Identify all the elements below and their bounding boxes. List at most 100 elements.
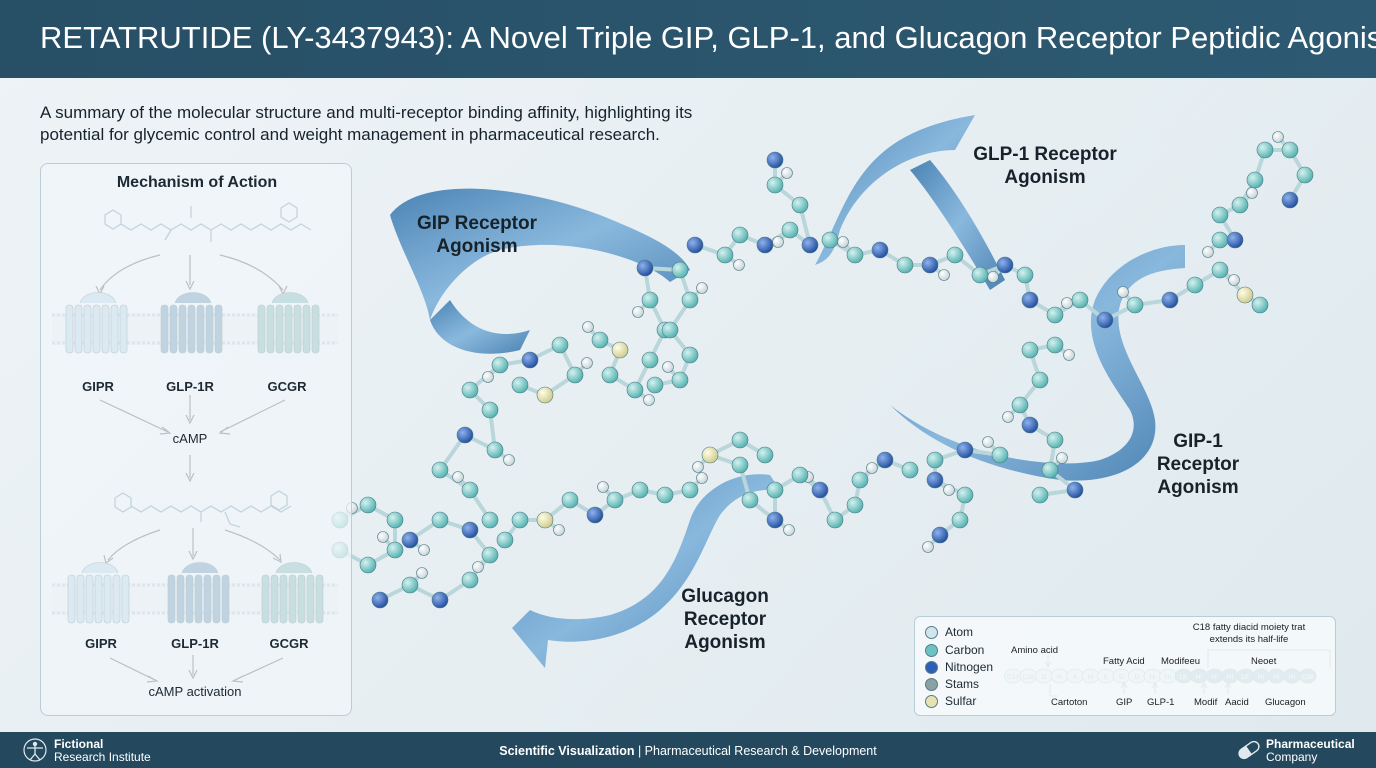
sequence-header-note: C18 fatty diacid moiety trat extends its… [1192,622,1306,645]
nitrogen-atom [1096,311,1114,329]
sulfur-atom [701,446,719,464]
hydrogen-atom [418,544,430,556]
hydrogen-atom [582,321,594,333]
sequence-below-gip: GIP [1116,697,1133,708]
legend-label-stams: Stams [945,677,980,691]
sequence-fatty-acid-label: Fatty Acid [1103,656,1145,667]
hydrogen-atom [783,524,795,536]
carbon-atom [1046,431,1064,449]
nitrogen-atom [636,259,654,277]
legend-label-nitrogen: Nitnogen [945,660,994,674]
carbon-atom [1256,141,1274,159]
carbon-atom [1251,296,1269,314]
label-glp1r-bottom: GLP-1R [171,636,219,651]
legend-swatch-sulfar [925,694,938,708]
sulfur-atom [611,341,629,359]
carbon-atom [461,481,479,499]
label-camp-activation: cAMP activation [148,684,242,699]
carbon-atom [1011,396,1029,414]
nitrogen-atom [456,426,474,444]
hydrogen-atom [1272,131,1284,143]
label-gcgr-top: GCGR [267,379,307,394]
nitrogen-atom [1281,191,1299,209]
carbon-atom [1021,341,1039,359]
nitrogen-atom [926,471,944,489]
hydrogen-atom [922,541,934,553]
carbon-atom [716,246,734,264]
carbon-atom [1246,171,1264,189]
hydrogen-atom [662,361,674,373]
nitrogen-atom [586,506,604,524]
hydrogen-atom [1002,411,1014,423]
sequence-amino-acid-label: Amino acid [1011,645,1058,656]
carbon-atom [386,541,404,559]
vitruvian-figure-icon [23,738,47,762]
nitrogen-atom [811,481,829,499]
carbon-atom [1231,196,1249,214]
carbon-atom [901,461,919,479]
hydrogen-atom [472,561,484,573]
carbon-atom [491,356,509,374]
sequence-below-modif: Modif [1194,697,1218,708]
label-camp: cAMP [172,431,208,446]
carbon-atom [641,291,659,309]
carbon-atom [481,401,499,419]
sequence-neoet-label: Neoet [1251,656,1277,667]
ribbon-glp1 [815,115,975,265]
legend-swatch-nitrogen [925,660,938,674]
carbon-atom [601,366,619,384]
legend-item-stams: Stams [925,677,979,691]
nitrogen-atom [921,256,939,274]
hydrogen-atom [1202,246,1214,258]
carbon-atom [826,511,844,529]
nitrogen-atom [1161,291,1179,309]
ribbon-gip [390,188,690,320]
carbon-atom [431,461,449,479]
footer-company-line2: Company [1266,750,1318,764]
nitrogen-atom [801,236,819,254]
carbon-atom [781,221,799,239]
carbon-atom [496,531,514,549]
nitrogen-atom [371,591,389,609]
footer-company: Pharmaceutical Company [1266,738,1355,764]
carbon-atom [551,336,569,354]
label-gipr-top: GIPR [82,379,114,394]
nitrogen-atom [766,151,784,169]
carbon-atom [991,446,1009,464]
hydrogen-atom [696,472,708,484]
nitrogen-atom [521,351,539,369]
carbon-atom [731,431,749,449]
carbon-atom [926,451,944,469]
carbon-atom [1211,206,1229,224]
carbon-atom [656,486,674,504]
page-title: RETATRUTIDE (LY-3437943): A Novel Triple… [40,20,1376,55]
carbon-atom [741,491,759,509]
carbon-atom [821,231,839,249]
carbon-atom [1016,266,1034,284]
carbon-atom [1071,291,1089,309]
legend-swatch-stams [925,677,938,691]
ribbon-group [390,115,1185,668]
carbon-atom [681,481,699,499]
carbon-atom [481,511,499,529]
carbon-atom [951,511,969,529]
carbon-atom [681,346,699,364]
footer-center-bold: Scientific Visualization [499,744,635,758]
carbon-atom [661,321,679,339]
sulfur-atom [536,511,554,529]
hydrogen-atom [632,306,644,318]
footer-bar: Fictional Research Institute Scientific … [0,732,1376,768]
legend-label-sulfar: Sulfar [945,694,977,708]
carbon-atom [766,481,784,499]
nitrogen-atom [766,511,784,529]
sequence-modified-label: Modifeeu [1161,656,1201,667]
hydrogen-atom [643,394,655,406]
sequence-below-cartoton: Cartoton [1051,697,1088,708]
ribbon-glucagon [512,474,780,668]
hydrogen-atom [982,436,994,448]
label-glp1r-top: GLP-1R [166,379,214,394]
hydrogen-atom [482,371,494,383]
label-glucagon-agonism: Glucagon Receptor Agonism [681,586,769,653]
hydrogen-atom [1117,286,1129,298]
